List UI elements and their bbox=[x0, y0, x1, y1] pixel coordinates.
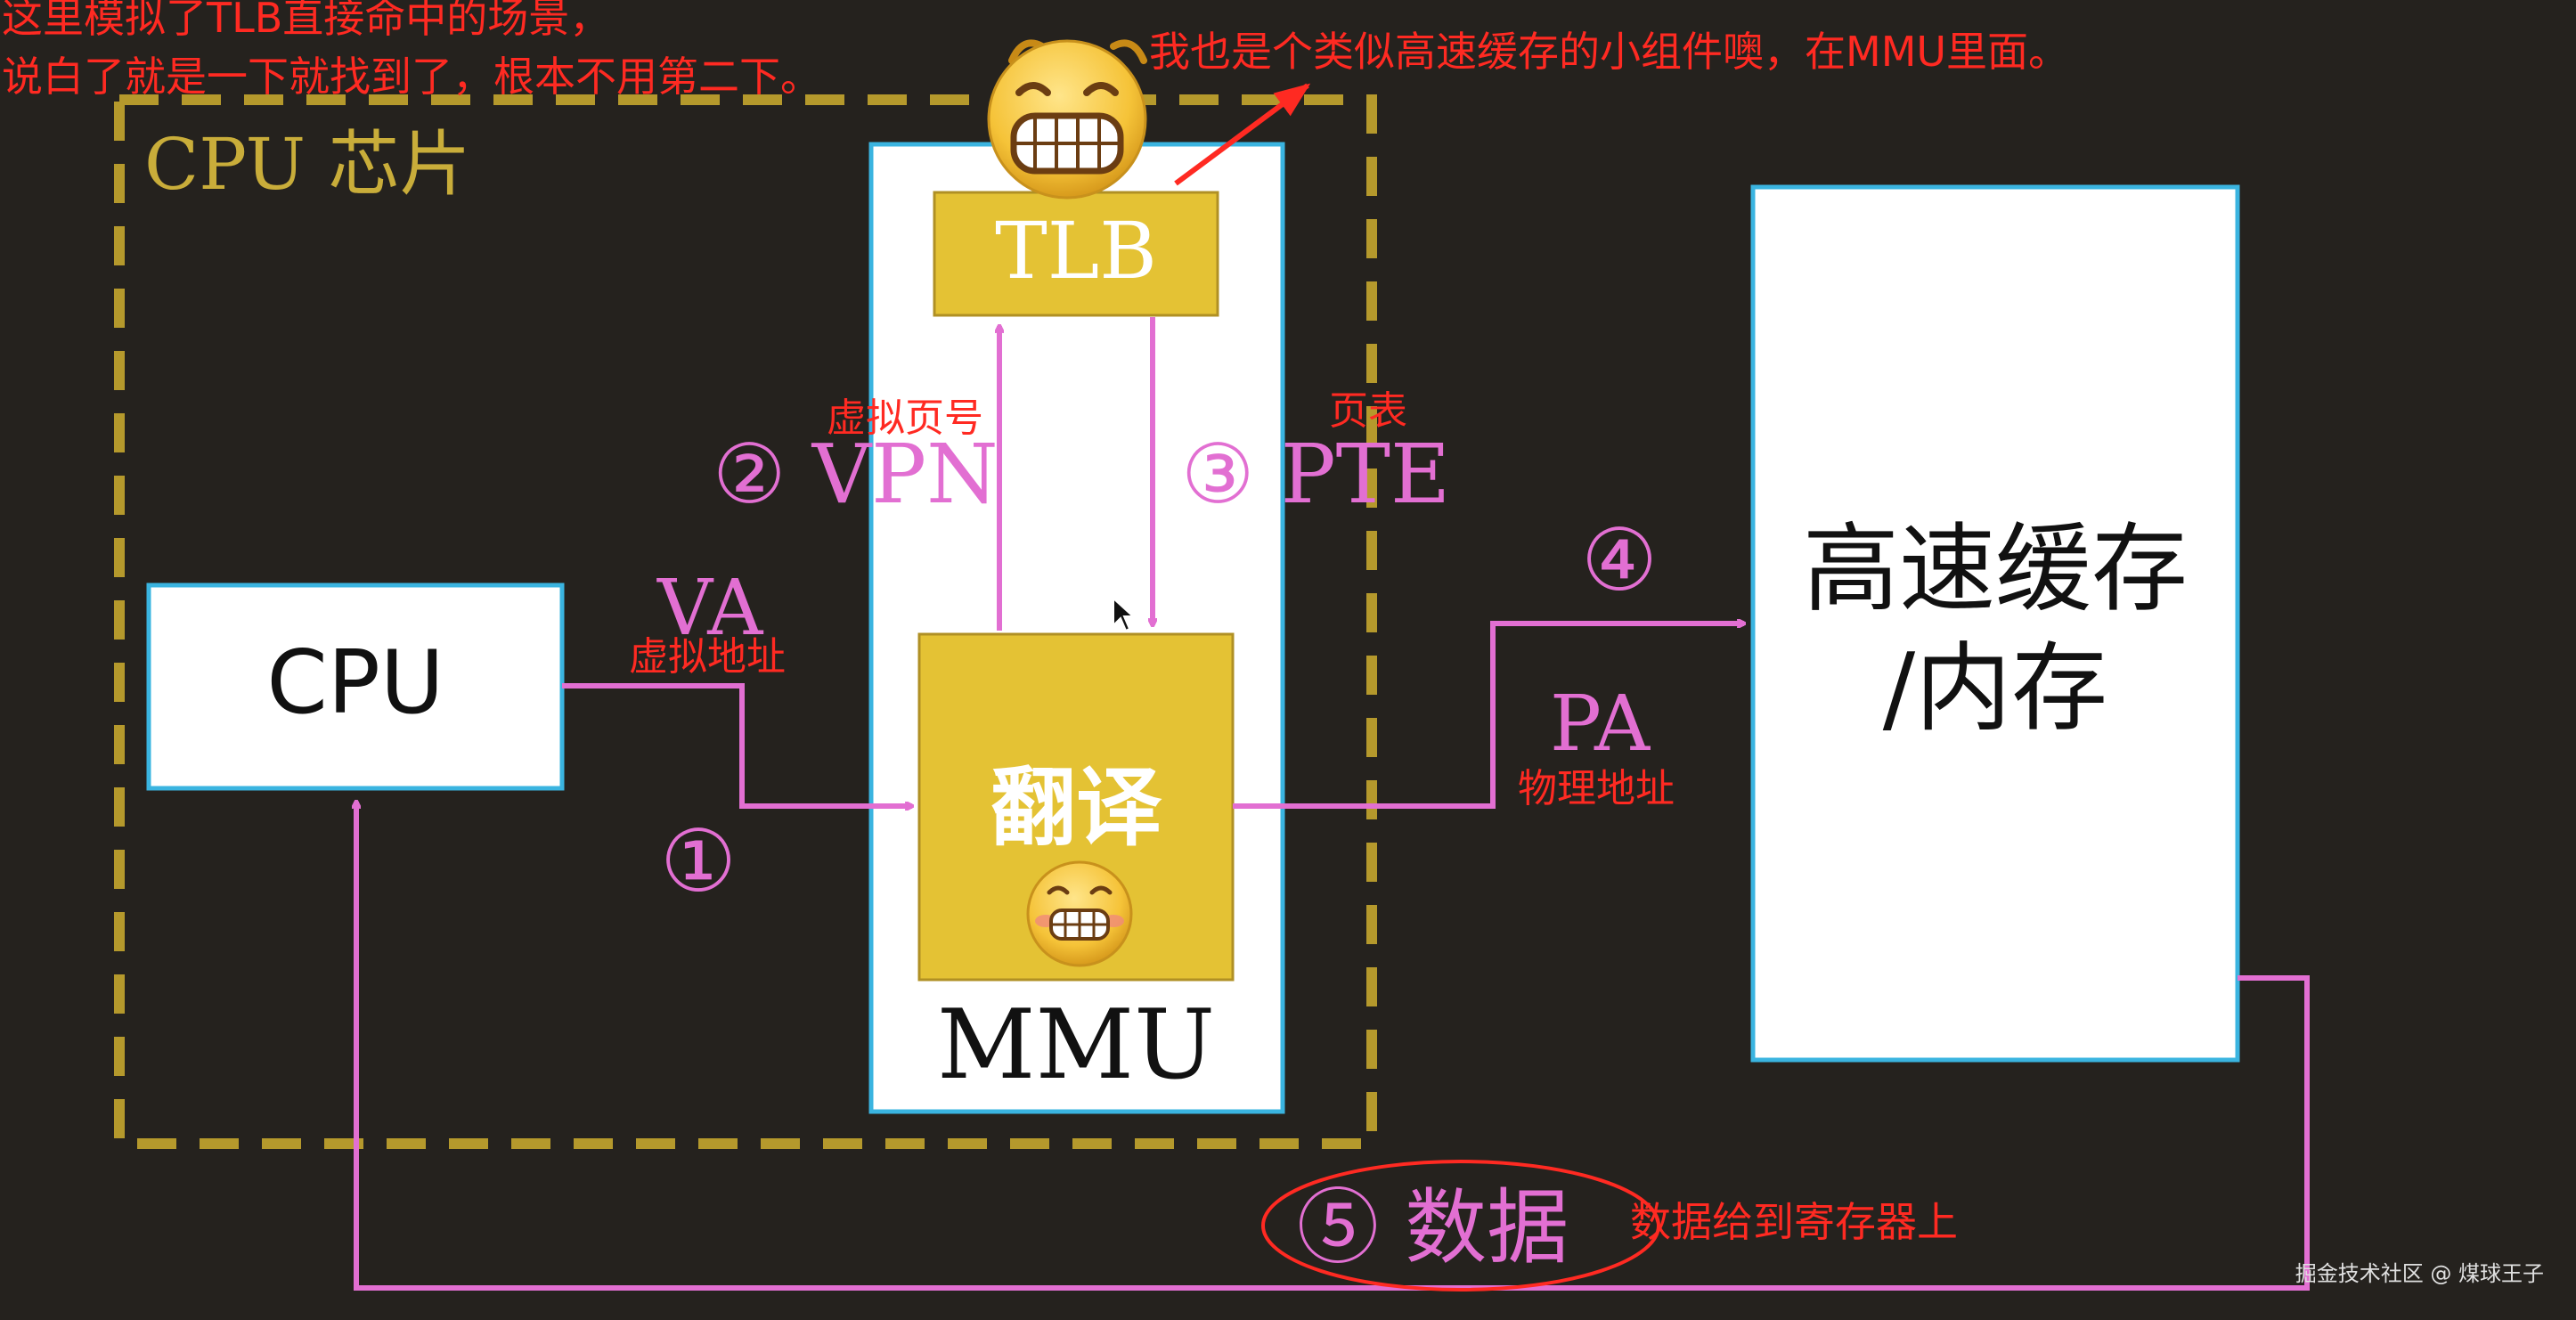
note-pte: 页表 bbox=[1329, 388, 1407, 434]
step1-label: ① bbox=[660, 811, 737, 911]
tlb-label: TLB bbox=[995, 205, 1157, 297]
mmu-label: MMU bbox=[937, 990, 1215, 1101]
note-vpn: 虚拟页号 bbox=[827, 395, 983, 441]
arrow-data bbox=[356, 802, 2310, 1291]
memory-label-line1: 高速缓存 bbox=[1803, 514, 2188, 625]
grimacing-emoji-icon bbox=[1026, 860, 1133, 967]
cpu-chip-boundary bbox=[114, 94, 1377, 1149]
memory-box bbox=[1750, 184, 2240, 1063]
va-label: VA bbox=[656, 564, 763, 653]
grinning-emoji-icon bbox=[987, 39, 1147, 200]
note-top-left-line2: 说白了就是一下就找到了，根本不用第二下。 bbox=[2, 53, 821, 101]
note-data: 数据给到寄存器上 bbox=[1630, 1198, 1958, 1246]
step3-label: ③ PTE bbox=[1181, 427, 1450, 522]
arrow-pa bbox=[1233, 623, 1744, 809]
step4-label: ④ bbox=[1581, 510, 1658, 610]
pa-label: PA bbox=[1550, 680, 1651, 769]
note-top-left-line1: 这里模拟了TLB直接命中的场景， bbox=[2, 0, 610, 42]
note-va: 虚拟地址 bbox=[629, 634, 786, 680]
step5-label: ⑤ 数据 bbox=[1297, 1180, 1569, 1275]
cpu-chip-label: CPU 芯片 bbox=[144, 123, 470, 206]
mouse-cursor-icon bbox=[1113, 596, 1136, 632]
arrow-va bbox=[562, 683, 912, 806]
memory-label-line2: /内存 bbox=[1883, 633, 2107, 745]
step2-label: ② VPN bbox=[713, 427, 999, 522]
note-tlb: 我也是个类似高速缓存的小组件噢，在MMU里面。 bbox=[1149, 28, 2069, 76]
translate-label: 翻译 bbox=[990, 757, 1162, 858]
step5-highlight-ellipse bbox=[1261, 1160, 1660, 1291]
note-pa: 物理地址 bbox=[1518, 766, 1675, 811]
cpu-label: CPU bbox=[266, 632, 444, 734]
watermark: 掘金技术社区 @ 煤球王子 bbox=[2295, 1261, 2544, 1286]
note-pointer-arrow bbox=[1174, 83, 1311, 186]
